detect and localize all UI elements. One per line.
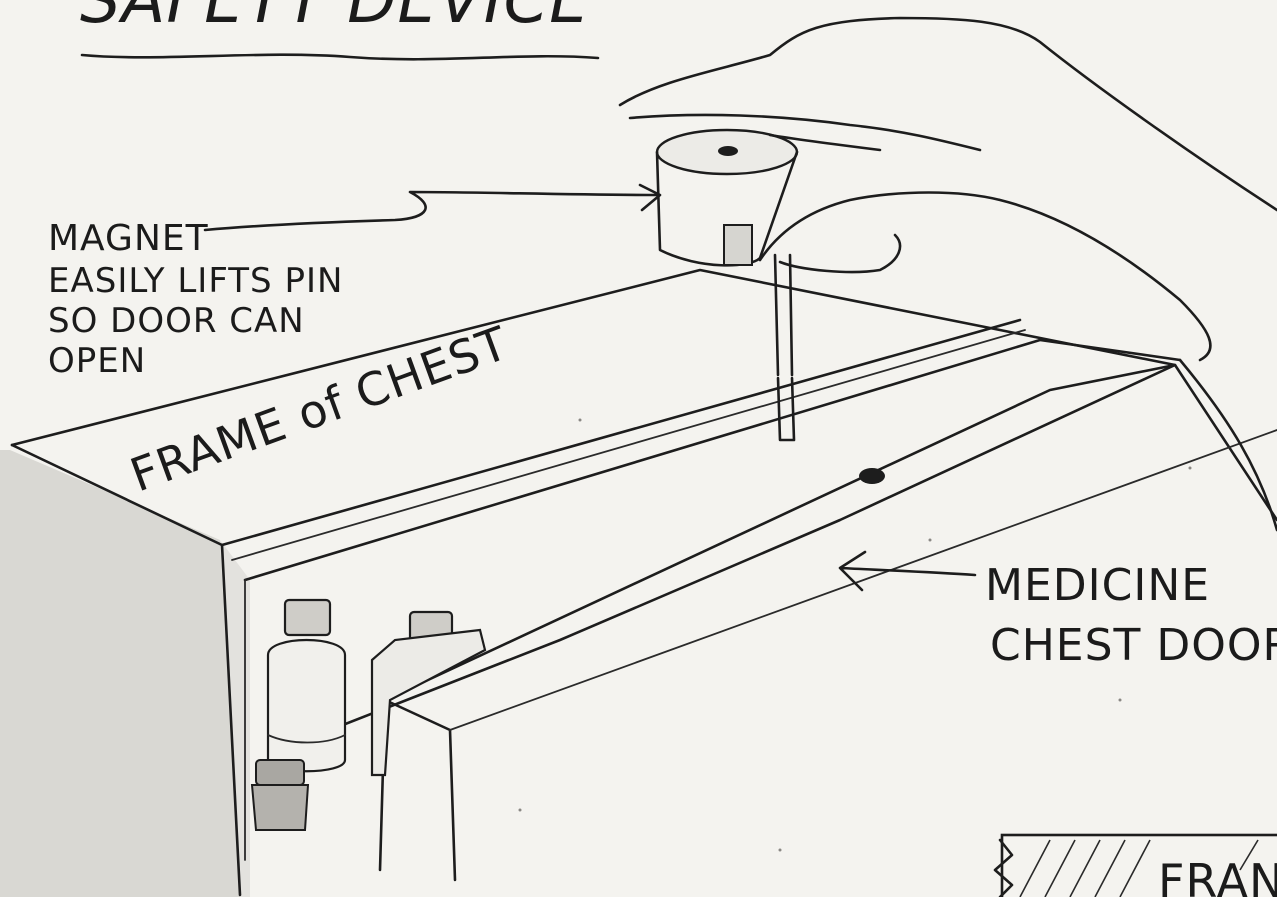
door-label-line1: MEDICINE — [985, 560, 1210, 611]
inset-detail-box: FRAN — [995, 835, 1277, 897]
cabinet-side-shading — [0, 450, 240, 897]
pin-hole — [859, 468, 885, 484]
door-label-line2: CHEST DOOR — [990, 620, 1277, 671]
magnet-label-line1: MAGNET — [48, 218, 209, 259]
magnet-pointer-arrow — [205, 185, 660, 230]
svg-text:MEDICINE CHEST DOOR: MEDICINE CHEST DOOR — [985, 560, 1277, 671]
cabinet-frame-front-edge — [12, 320, 1020, 545]
title-text: SAFETY DEVICE — [80, 0, 591, 38]
svg-text:MAGNET EASILY LIFTS PIN: MAGNET EASILY LIFTS PIN SO DOOR CAN OPEN — [48, 218, 356, 381]
magnet-label-line4: OPEN — [48, 341, 146, 381]
magnet-label-line2: EASILY LIFTS PIN — [48, 261, 343, 301]
medicine-bottle-flat — [372, 612, 485, 775]
door-front-face — [380, 700, 455, 880]
door-groove — [232, 330, 1025, 560]
title-underline — [82, 55, 598, 60]
inset-label: FRAN — [1158, 854, 1277, 897]
magnet — [657, 130, 797, 265]
medicine-bottle-large — [268, 600, 345, 771]
magnet-label-line3: SO DOOR CAN — [48, 301, 305, 341]
safety-pin — [775, 255, 794, 440]
medicine-bottle-small — [252, 760, 308, 830]
frame-label: FRAME of CHEST — [123, 316, 515, 503]
door-pointer-arrow — [840, 552, 975, 590]
